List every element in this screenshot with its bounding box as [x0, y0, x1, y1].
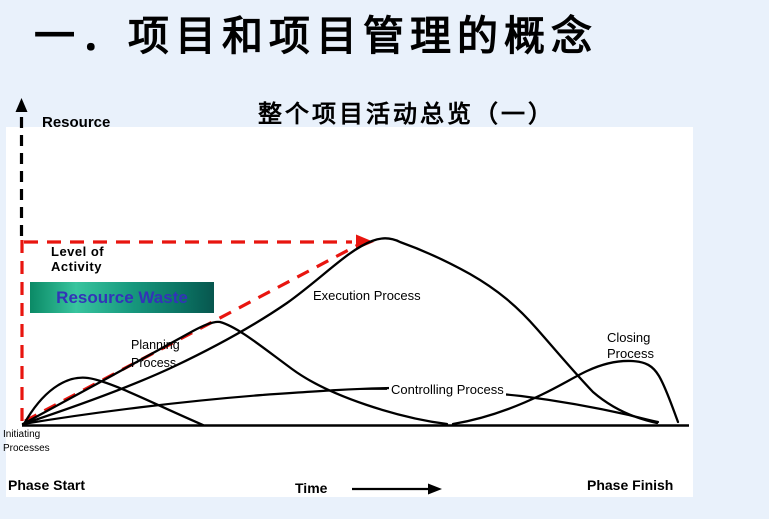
- planning-process-label: Planning Process: [131, 338, 180, 370]
- curve-execution-process: [21, 237, 659, 426]
- phase-finish-label: Phase Finish: [587, 477, 674, 493]
- controlling-process-label: Controlling Process: [389, 382, 506, 397]
- page-title: 一．项目和项目管理的概念: [34, 12, 598, 60]
- time-label: Time: [295, 480, 328, 496]
- curve-closing-process: [451, 359, 680, 426]
- curve-controlling-process: [21, 386, 660, 426]
- curve-planning-process: [21, 320, 449, 426]
- resource-waste-box: Resource Waste: [30, 282, 214, 313]
- curve-initiating-process: [22, 376, 205, 427]
- resource-waste-label: Resource Waste: [56, 287, 188, 307]
- initiating-processes-label: Initiating Processes: [3, 429, 50, 454]
- execution-process-label: Execution Process: [313, 288, 421, 303]
- level-of-activity-label: Level of Activity: [51, 244, 105, 274]
- y-axis-up-arrow-icon: [15, 98, 28, 112]
- y-axis-label: Resource: [42, 114, 111, 131]
- chart-subtitle: 整个项目活动总览（一）: [258, 99, 555, 128]
- phase-start-label: Phase Start: [8, 477, 86, 493]
- time-arrow-icon: [428, 483, 442, 495]
- closing-process-label: Closing Process: [607, 330, 654, 361]
